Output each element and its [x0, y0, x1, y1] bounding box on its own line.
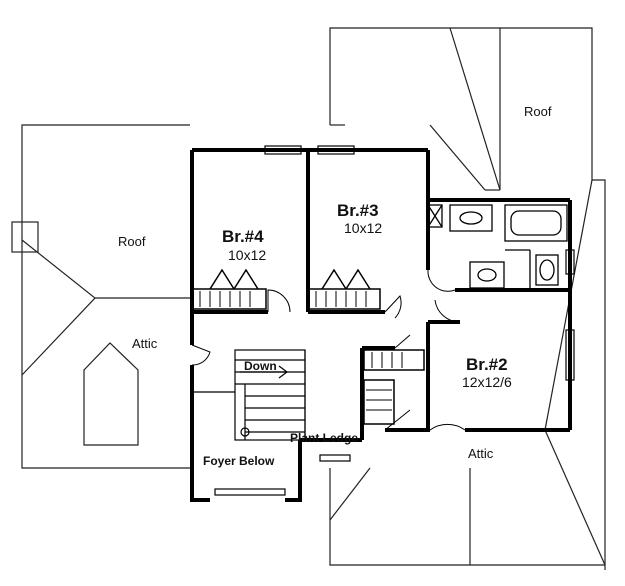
attic-label-left: Attic — [132, 336, 158, 351]
walls — [190, 148, 572, 502]
room-size-br4: 10x12 — [228, 247, 266, 263]
windows — [214, 145, 575, 496]
roof-label-left: Roof — [118, 234, 146, 249]
roof-lines — [11, 27, 606, 570]
room-name-br4: Br.#4 — [222, 227, 264, 246]
bathroom-fixtures — [427, 204, 568, 290]
room-size-br3: 10x12 — [344, 220, 382, 236]
stair-down-label: Down — [244, 359, 277, 373]
stairs — [192, 349, 306, 441]
room-size-br2: 12x12/6 — [462, 374, 512, 390]
roof-label-right: Roof — [524, 104, 552, 119]
room-name-br3: Br.#3 — [337, 201, 379, 220]
room-name-br2: Br.#2 — [466, 355, 508, 374]
foyer-label: Foyer Below — [203, 454, 275, 468]
attic-label-bottom: Attic — [468, 446, 494, 461]
door-swings — [191, 269, 466, 431]
plant-ledge-label: Plant Ledge — [290, 431, 358, 445]
closets — [191, 268, 425, 425]
